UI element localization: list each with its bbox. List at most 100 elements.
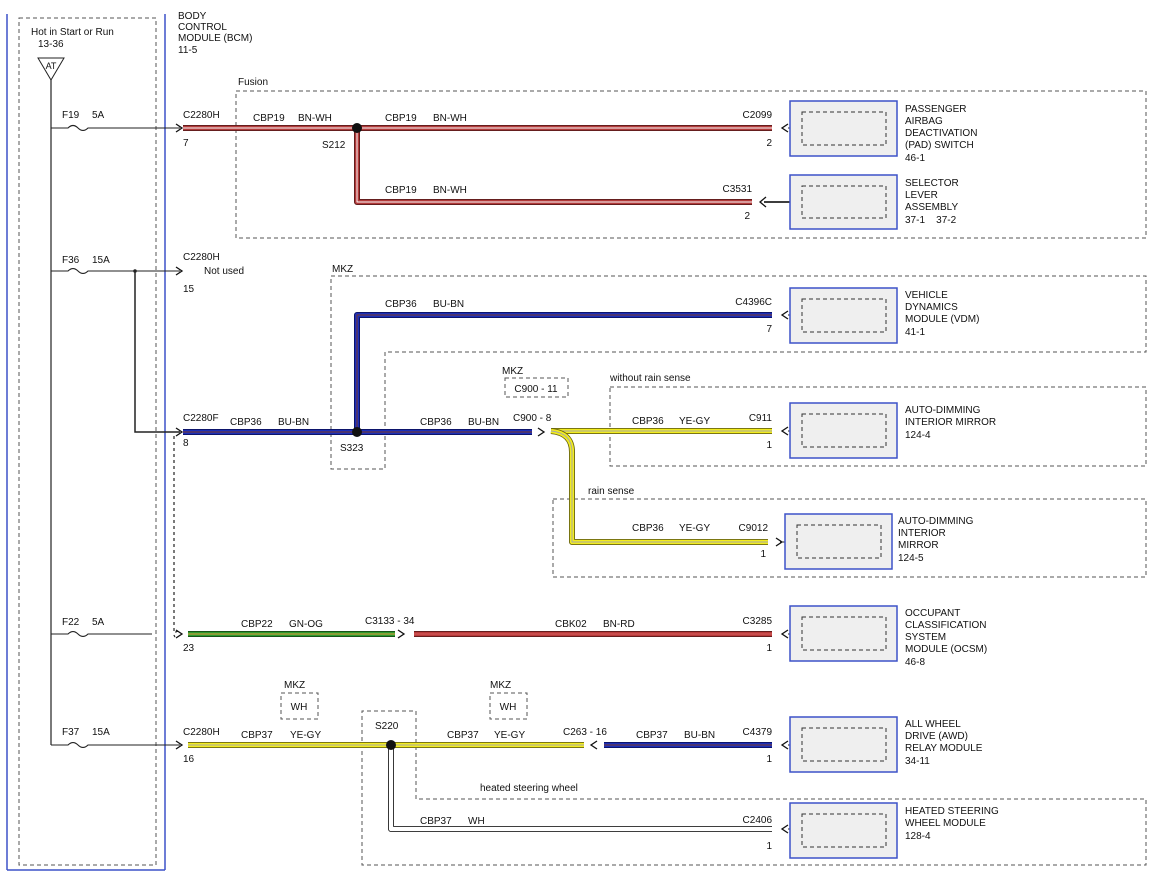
variant-regions <box>18 17 1147 866</box>
module-awd <box>789 716 898 773</box>
c2280h-3-label: C2280H <box>183 727 220 738</box>
arrow-c2280h-1 <box>175 123 184 133</box>
heated-wheel-region <box>361 710 1147 866</box>
vdm-name-2: DYNAMICS <box>905 302 958 313</box>
without-rain-label: without rain sense <box>609 373 691 384</box>
ocsm-name-1: OCCUPANT <box>905 608 960 619</box>
svg-text:F22: F22 <box>62 617 80 628</box>
not-used-label: Not used <box>204 266 244 277</box>
arrow-c2280h-3 <box>175 740 184 750</box>
c4379-pin: 1 <box>766 754 772 765</box>
adm1-ref: 124-4 <box>905 430 931 441</box>
w2-color: BN-WH <box>433 113 467 124</box>
bcm-frame <box>6 14 166 871</box>
pad-name-4: (PAD) SWITCH <box>905 140 974 151</box>
ocsm-name-3: SYSTEM <box>905 632 946 643</box>
w10-circuit: CBK02 <box>555 619 587 630</box>
pad-ref: 46-1 <box>905 153 925 164</box>
adm1-name-1: AUTO-DIMMING <box>905 405 981 416</box>
svg-text:F37: F37 <box>62 727 80 738</box>
sel-name-3: ASSEMBLY <box>905 202 958 213</box>
s323-label: S323 <box>340 443 364 454</box>
module-vdm <box>789 287 898 344</box>
module-heated-wheel <box>789 802 898 859</box>
w13-circuit: CBP37 <box>636 730 668 741</box>
arrow-pin-23 <box>175 629 184 639</box>
c4396c-label: C4396C <box>735 297 772 308</box>
mkz-tag-box-1 <box>504 377 569 398</box>
awd-ref: 34-11 <box>905 756 930 767</box>
svg-text:15A: 15A <box>92 255 110 266</box>
c2406-label: C2406 <box>743 815 773 826</box>
w14-color: WH <box>468 816 485 827</box>
svg-text:5A: 5A <box>92 617 105 628</box>
w3-color: BN-WH <box>433 185 467 196</box>
hot-ref: 13-36 <box>38 39 64 50</box>
hsw-name-2: WHEEL MODULE <box>905 818 986 829</box>
c900-8-label: C900 - 8 <box>513 413 552 424</box>
arrow-c900 <box>537 427 546 437</box>
arrow-c2280h-2 <box>175 266 184 276</box>
awd-name-1: ALL WHEEL <box>905 719 961 730</box>
w3-circuit: CBP19 <box>385 185 417 196</box>
c2280h-2-label: C2280H <box>183 252 220 263</box>
c2099-label: C2099 <box>743 110 773 121</box>
hsw-ref: 128-4 <box>905 831 931 842</box>
wire-labels: CBP19 BN-WH CBP19 BN-WH CBP19 BN-WH CBP3… <box>230 113 715 827</box>
c3285-label: C3285 <box>743 616 773 627</box>
c3133-label: C3133 - 34 <box>365 616 415 627</box>
arrow-sel <box>758 196 767 208</box>
svg-text:5A: 5A <box>92 110 105 121</box>
wire-w8 <box>550 428 768 545</box>
w7-color: YE-GY <box>679 416 710 427</box>
w11-circuit: CBP37 <box>241 730 273 741</box>
w12-color: YE-GY <box>494 730 525 741</box>
wh-tag-2: WH <box>500 702 517 713</box>
sel-name-2: LEVER <box>905 190 938 201</box>
c900-11-label: C900 - 11 <box>514 384 558 395</box>
sel-ref: 37-1 37-2 <box>905 215 957 226</box>
w9-color: GN-OG <box>289 619 323 630</box>
w7-circuit: CBP36 <box>632 416 664 427</box>
vdm-ref: 41-1 <box>905 327 925 338</box>
arrow-c263 <box>589 740 598 750</box>
arrow-vdm <box>780 310 789 320</box>
mkz-tag-box-3 <box>489 692 528 720</box>
arrow-ocsm <box>780 629 789 639</box>
w1-circuit: CBP19 <box>253 113 285 124</box>
wire-w14 <box>388 745 772 832</box>
connector-labels: C2280H 7 C2280H Not used 15 C2280F 8 23 … <box>183 110 772 852</box>
pin-23: 23 <box>183 643 195 654</box>
c3531-pin: 2 <box>744 211 750 222</box>
power-dashed-box <box>18 17 157 866</box>
c2280h-2-pin: 15 <box>183 284 195 295</box>
bcm-ref: 11-5 <box>178 45 198 56</box>
arrow-awd <box>780 740 789 750</box>
wire-w3 <box>354 128 752 205</box>
bcm-label: BODY <box>178 11 207 22</box>
c2280h-3-pin: 16 <box>183 754 195 765</box>
mkz-label-2: MKZ <box>502 366 523 377</box>
c911-label: C911 <box>749 413 773 424</box>
fuse-f36: F36 15A <box>51 255 180 433</box>
c263-label: C263 - 16 <box>563 727 607 738</box>
s212-label: S212 <box>322 140 346 151</box>
wire-w4 <box>354 312 772 432</box>
fuse-f22: F22 5A <box>51 617 152 638</box>
w4-circuit: CBP36 <box>385 299 417 310</box>
arrow-c2280f <box>175 427 184 437</box>
w10-color: BN-RD <box>603 619 635 630</box>
ocsm-name-2: CLASSIFICATION <box>905 620 987 631</box>
fusion-region <box>235 90 1147 239</box>
svg-text:F36: F36 <box>62 255 80 266</box>
wh-tag-1: WH <box>291 702 308 713</box>
w11-color: YE-GY <box>290 730 321 741</box>
vdm-name-3: MODULE (VDM) <box>905 314 979 325</box>
connector-arrows <box>175 123 789 834</box>
arrow-c3133 <box>397 629 406 639</box>
c911-pin: 1 <box>766 440 772 451</box>
c4379-label: C4379 <box>743 727 773 738</box>
mkz-label-1: MKZ <box>332 264 353 275</box>
